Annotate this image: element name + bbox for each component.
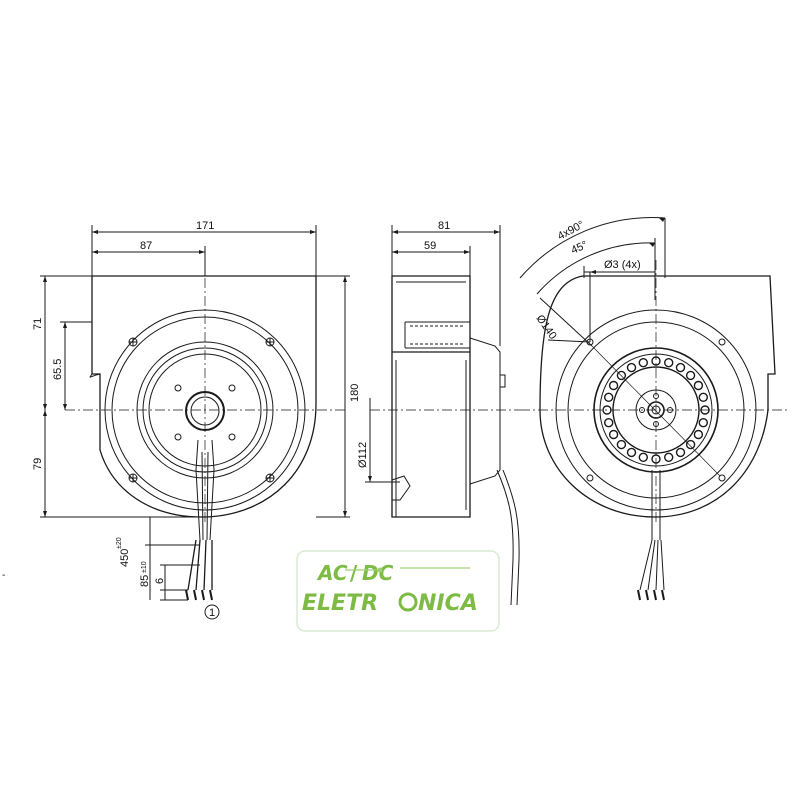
logo-dc: DC [362,561,394,585]
dim-71-line [40,275,92,410]
impeller-blade [616,439,627,450]
impeller-blade [693,429,704,440]
impeller-blade [638,452,648,462]
side-view [365,225,520,606]
impeller-blade [626,362,637,373]
logo-nica: NICA [418,591,478,616]
side-motor [469,337,501,485]
label-65-5: 65.5 [52,359,64,380]
rear-impeller-blades [602,356,710,464]
label-45: 45° [569,239,589,257]
dim-140-line [547,339,591,343]
label-81: 81 [438,220,450,232]
impeller-blade [685,439,696,450]
impeller-blade [616,370,627,381]
impeller-blade [698,418,708,428]
impeller-blade [664,358,674,368]
dim-180-line [316,275,350,518]
side-cable [496,469,520,606]
label-180: 180 [349,384,361,402]
label-140: Ø140 [534,313,559,342]
impeller-blade [675,362,686,373]
svg-text:-: - [2,570,5,581]
label-71: 71 [32,318,44,330]
dim-450-line [145,517,200,600]
logo-eletr: ELETR [302,591,378,616]
impeller-blade [675,447,686,458]
label-callout: 1 [209,607,215,619]
dim-171-line [91,225,317,276]
dim-59-line [392,246,471,276]
dim-87-line [92,246,206,276]
label-85-tol: ±10 [141,561,148,573]
label-59: 59 [424,240,436,252]
impeller-blade [664,452,674,462]
rear-housing-outline [539,275,776,518]
rear-cable [639,470,665,591]
dim-45-arc [536,242,656,295]
side-housing-outline [391,275,471,518]
dim-81-line [391,225,501,346]
dim-4x90-arc [519,217,666,279]
impeller-blade [604,392,614,402]
svg-text:/: / [350,561,358,585]
dim-79-line [40,410,205,518]
label-6: 6 [154,578,166,584]
label-450-tol: ±20 [116,537,123,549]
front-view [40,225,350,620]
impeller-blade [604,418,614,428]
label-171: 171 [196,220,214,232]
callout-circle [204,604,220,620]
dim-112-line [365,398,400,483]
dim-6-line [160,589,188,601]
label-holes: Ø3 (4x) [604,259,641,271]
rear-view [519,217,790,601]
impeller-blade [608,429,619,440]
impeller-blade [685,370,696,381]
front-housing-outline [91,275,317,518]
label-450: 450 [119,549,131,567]
label-85: 85 [139,575,151,587]
dim-65-5-line [60,321,92,410]
label-112: Ø112 [357,442,369,468]
logo-ac: AC [316,561,348,585]
impeller-blade [638,358,648,368]
label-79: 79 [32,458,44,470]
front-corner-screws [128,337,275,483]
front-cable [195,439,215,541]
impeller-blade [608,380,619,391]
logo-o-circle [398,592,418,612]
label-4x90: 4x90° [556,219,587,243]
impeller-blade [693,380,704,391]
impeller-blade [698,392,708,402]
impeller-blade [626,447,637,458]
watermark-logo: AC / DC ELETR NICA [296,550,500,632]
label-87: 87 [140,240,152,252]
